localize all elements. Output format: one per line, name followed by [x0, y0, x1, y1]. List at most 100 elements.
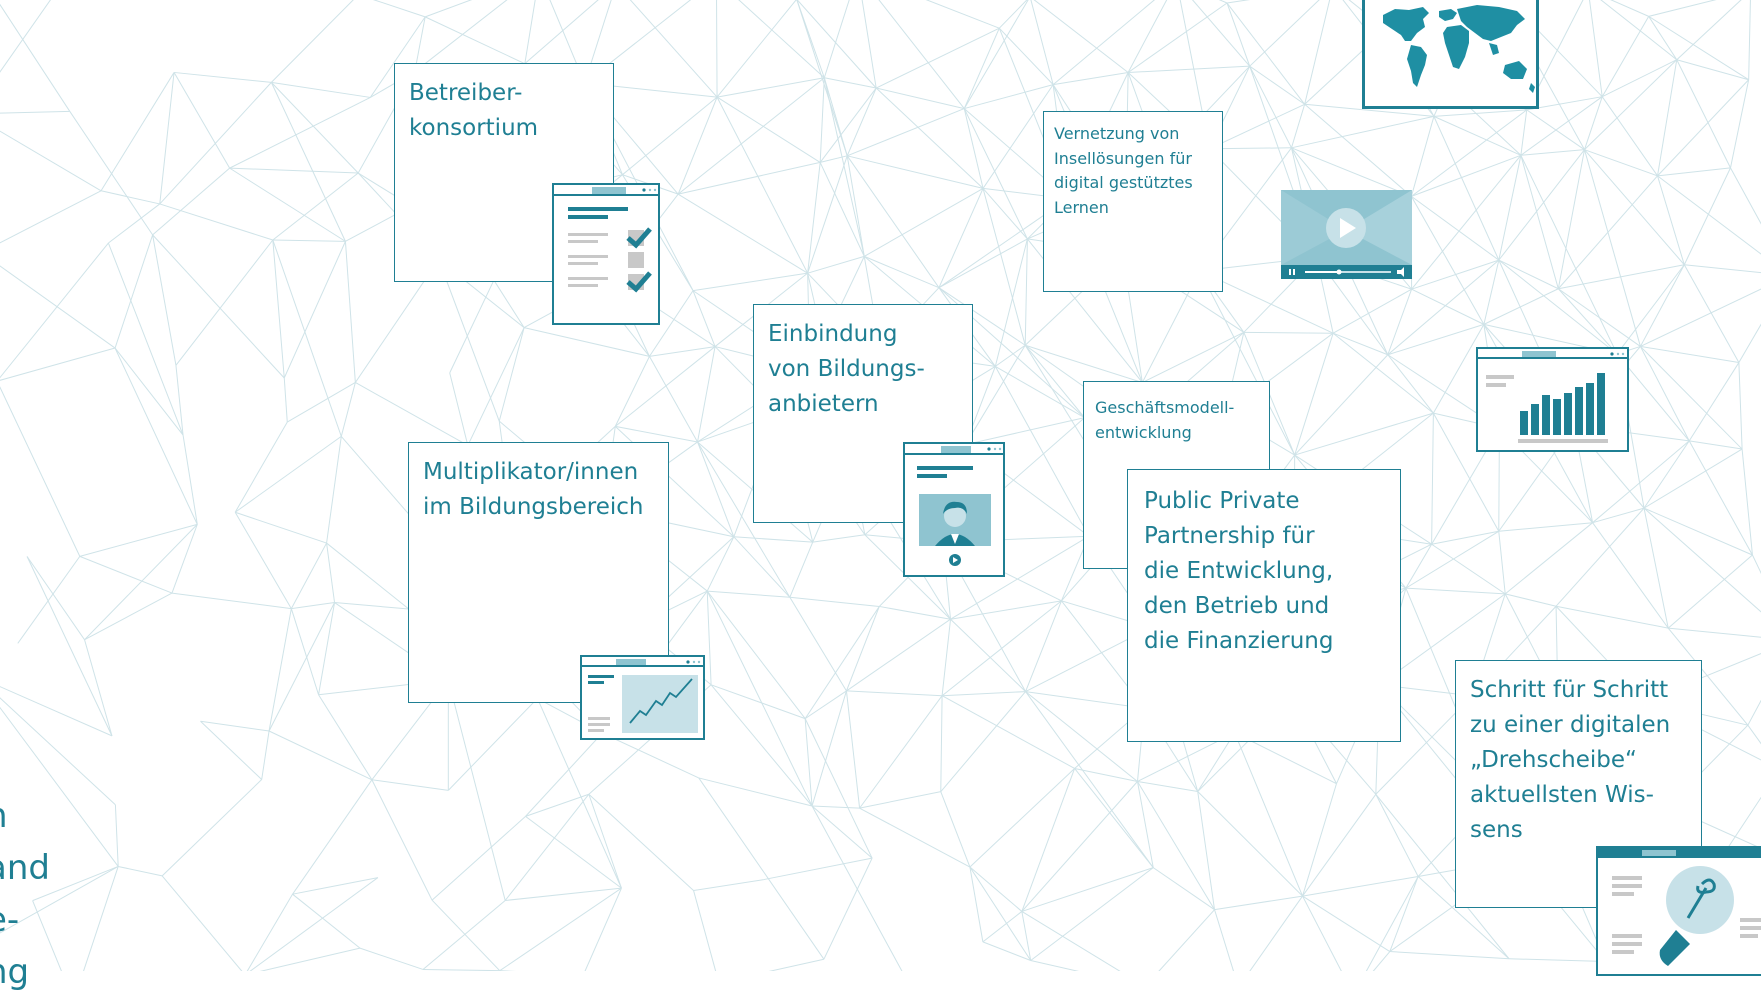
network-line: [1644, 441, 1689, 508]
network-line: [1640, 346, 1742, 449]
network-line: [1730, 80, 1748, 168]
network-line: [284, 241, 345, 378]
network-line: [1238, 896, 1302, 971]
network-line: [813, 535, 865, 542]
network-line: [1684, 265, 1739, 363]
network-line: [589, 794, 622, 888]
network-line: [1640, 265, 1684, 347]
network-line: [860, 808, 970, 867]
network-line: [717, 97, 808, 273]
network-line: [1025, 239, 1027, 345]
network-line: [717, 97, 820, 162]
network-line: [1177, 0, 1250, 66]
network-line: [649, 356, 697, 442]
network-line: [812, 806, 860, 808]
network-line: [1390, 952, 1509, 959]
network-line: [790, 597, 879, 606]
network-line: [1684, 168, 1730, 265]
network-line: [0, 676, 112, 736]
network-line: [1677, 60, 1749, 80]
network-line: [707, 591, 790, 597]
network-line: [1588, 0, 1602, 97]
network-line: [847, 156, 864, 257]
network-line: [27, 557, 112, 736]
network-line: [1295, 355, 1388, 455]
network-line: [526, 733, 603, 816]
network-line: [693, 273, 808, 290]
network-line: [335, 603, 409, 609]
network-line: [432, 900, 500, 971]
network-line: [1388, 355, 1434, 413]
network-line: [734, 537, 813, 542]
network-line: [1390, 877, 1418, 952]
network-line: [995, 366, 1084, 417]
network-line: [153, 168, 230, 235]
network-line: [1521, 150, 1585, 156]
network-line: [1406, 588, 1505, 594]
network-line: [1031, 961, 1145, 971]
card-label: Betreiber- konsortium: [409, 76, 603, 146]
network-line: [1649, 0, 1751, 16]
network-line: [970, 768, 1075, 867]
network-line: [85, 593, 172, 640]
network-line: [448, 680, 505, 901]
world-map-icon: [1362, 0, 1539, 109]
network-line: [805, 691, 846, 719]
network-line: [372, 780, 432, 900]
network-line: [291, 603, 334, 609]
network-line: [176, 240, 273, 365]
network-line: [1128, 3, 1227, 72]
network-line: [525, 0, 539, 64]
network-line: [1128, 0, 1176, 72]
network-line: [808, 162, 821, 273]
network-line: [1593, 508, 1644, 523]
network-line: [162, 876, 245, 971]
network-line: [616, 0, 717, 97]
network-line: [812, 806, 907, 971]
network-line: [230, 97, 371, 168]
network-line: [951, 601, 1062, 619]
network-line: [355, 382, 467, 445]
network-line: [153, 235, 176, 365]
network-line: [858, 0, 999, 28]
network-line: [1026, 601, 1062, 692]
network-line: [80, 556, 172, 593]
network-line: [965, 418, 1084, 445]
network-line: [1303, 784, 1337, 896]
network-line: [1142, 332, 1243, 382]
network-line: [245, 948, 360, 971]
network-line: [698, 347, 716, 442]
network-line: [707, 591, 711, 685]
network-line: [245, 894, 293, 971]
network-line: [183, 435, 197, 524]
network-line: [1521, 110, 1527, 155]
network-line: [1558, 150, 1584, 289]
network-line: [1411, 116, 1433, 196]
network-line: [1215, 910, 1239, 971]
network-line: [964, 0, 1030, 109]
network-line: [448, 698, 537, 790]
network-line: [1432, 544, 1506, 594]
network-line: [230, 168, 359, 173]
network-line: [0, 253, 115, 348]
network-line: [1739, 363, 1742, 449]
network-line: [468, 328, 524, 446]
network-line: [0, 243, 108, 381]
network-line: [942, 692, 1025, 696]
network-line: [699, 778, 824, 959]
network-line: [824, 0, 858, 78]
network-line: [698, 442, 734, 537]
network-line: [678, 162, 820, 194]
network-line: [939, 239, 1027, 288]
network-line: [734, 537, 790, 598]
network-line: [1749, 0, 1751, 80]
network-line: [360, 948, 423, 969]
network-line: [964, 109, 983, 189]
network-line: [1640, 275, 1761, 346]
network-line: [1558, 176, 1657, 289]
network-line: [860, 792, 941, 808]
network-line: [327, 543, 409, 609]
network-line: [1210, 104, 1305, 149]
network-line: [824, 78, 864, 257]
network-line: [808, 256, 865, 273]
